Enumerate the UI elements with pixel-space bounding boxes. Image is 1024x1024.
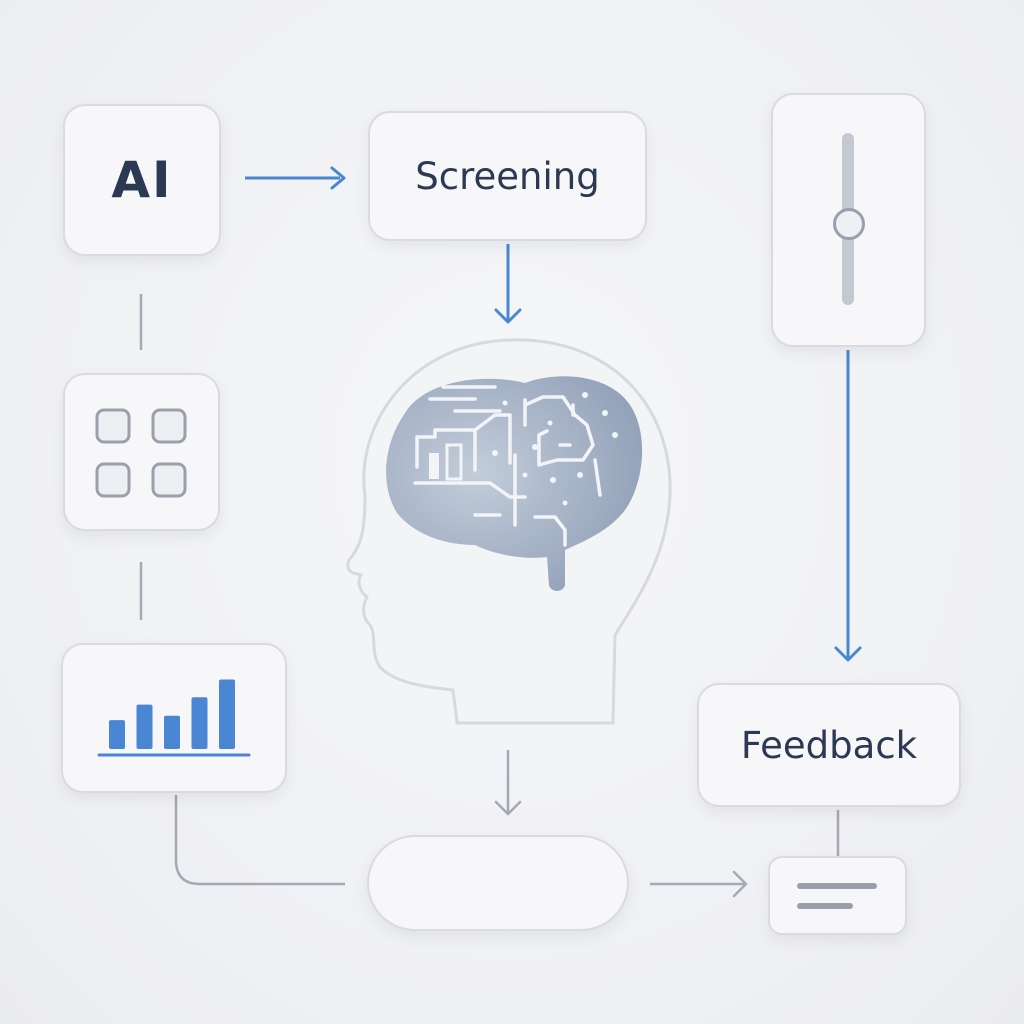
- slider-knob[interactable]: [833, 207, 865, 240]
- pill-node-label: [369, 837, 627, 929]
- chart-bar: [164, 715, 180, 749]
- feedback-node-label: Feedback: [740, 723, 918, 767]
- arrow-ai-to-screening: [245, 166, 346, 190]
- arrow-screening-to-brain: [494, 244, 522, 324]
- screening-node-label: Screening: [415, 154, 600, 198]
- chart-bar: [109, 720, 125, 749]
- pill-node[interactable]: [367, 835, 629, 931]
- chart-bar: [219, 679, 235, 749]
- arrow-slider-to-feedback: [834, 350, 862, 662]
- connector-chart-to-pill: [174, 795, 345, 886]
- head-brain-circuit-icon: [346, 338, 672, 725]
- arrow-brain-to-pill: [494, 750, 522, 816]
- ai-node-label: AI: [111, 151, 173, 209]
- chart-bar: [191, 697, 208, 749]
- arrow-pill-to-text-card: [650, 870, 748, 898]
- feedback-node[interactable]: Feedback: [697, 683, 961, 807]
- text-card-node[interactable]: [768, 856, 907, 935]
- grid-icon: [95, 408, 187, 498]
- text-lines-icon: [797, 883, 877, 909]
- brain-icon: [386, 376, 643, 591]
- ai-node[interactable]: AI: [63, 104, 221, 256]
- grid-node[interactable]: [63, 373, 220, 531]
- chart-node[interactable]: [61, 643, 287, 793]
- slider-node[interactable]: [771, 93, 926, 347]
- screening-node[interactable]: Screening: [368, 111, 647, 241]
- bar-chart-icon: [97, 679, 251, 757]
- chart-bar: [136, 704, 153, 749]
